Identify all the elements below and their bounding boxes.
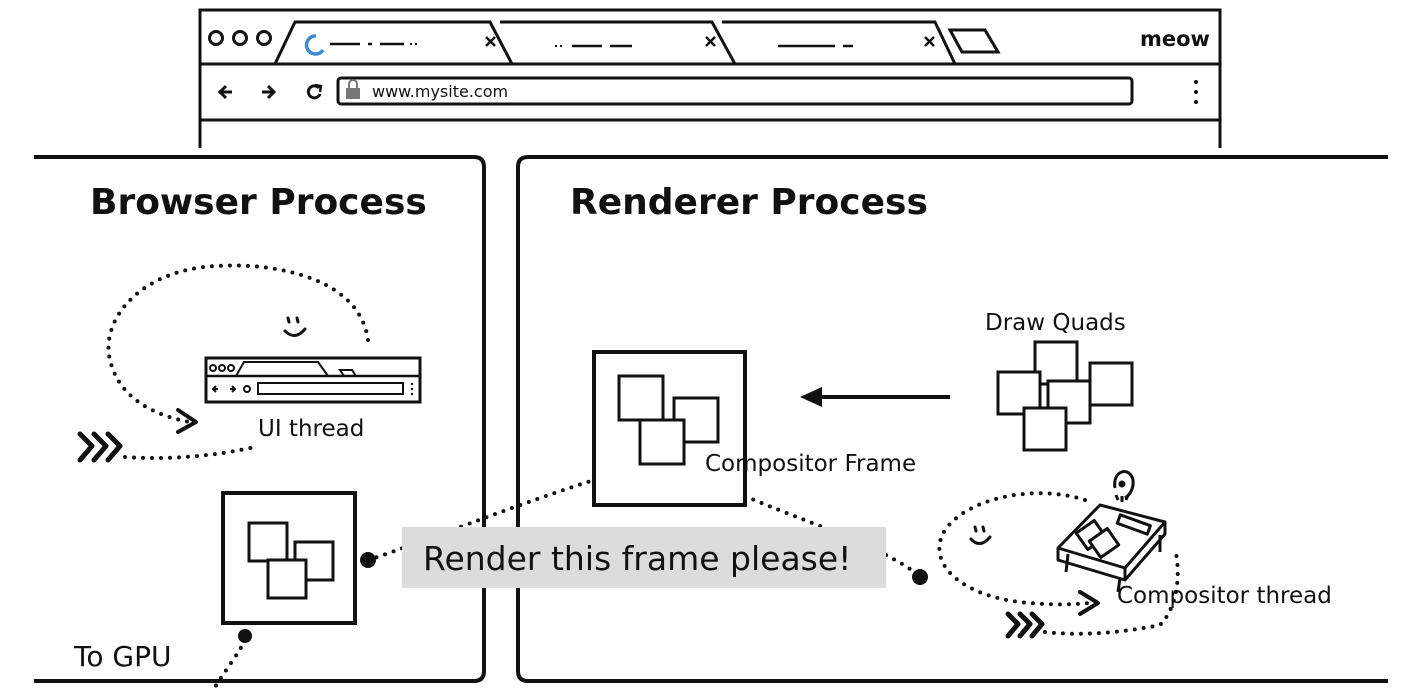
- compositor-thread-loop: [937, 491, 1092, 607]
- thread-chevrons-icon: [1005, 611, 1045, 639]
- loading-spinner-icon: [304, 34, 325, 56]
- more-menu-icon[interactable]: [1194, 80, 1198, 104]
- smiley-face-icon: [283, 316, 307, 337]
- compositor-worker-desk-icon: [1056, 470, 1167, 593]
- message-callout-bg: [402, 527, 886, 588]
- message-path-left: [366, 478, 596, 562]
- ui-thread-label: UI thread: [258, 416, 364, 442]
- quad-square: [247, 521, 289, 563]
- new-tab-button[interactable]: [947, 28, 1001, 54]
- address-bar[interactable]: [336, 76, 1134, 106]
- maximize-window-icon[interactable]: [256, 30, 272, 46]
- mini-browser-icon: [204, 356, 422, 404]
- quad-square: [1088, 361, 1134, 407]
- tab-3[interactable]: [722, 20, 957, 65]
- draw-quads-group: [996, 340, 1134, 452]
- forward-arrow-icon[interactable]: [262, 84, 277, 100]
- draw-quads-label: Draw Quads: [985, 310, 1126, 336]
- compositor-thread-label: Compositor thread: [1117, 583, 1332, 609]
- browser-window: meow www.mysite.com: [198, 8, 1222, 148]
- quads-to-frame-arrowhead: [800, 387, 822, 407]
- smiley-face-icon: [969, 525, 992, 545]
- message-endpoint-browser: [360, 552, 376, 568]
- quad-square: [638, 418, 686, 466]
- quad-square: [1033, 340, 1079, 386]
- lock-icon: [346, 79, 360, 99]
- minimize-window-icon[interactable]: [232, 30, 248, 46]
- ui-thread-loop: [106, 263, 370, 424]
- renderer-process-title: Renderer Process: [570, 182, 928, 223]
- url-text[interactable]: www.mysite.com: [372, 82, 508, 101]
- renderer-process-border: [516, 155, 1388, 683]
- browser-brand-label: meow: [1140, 27, 1210, 51]
- to-gpu-endpoint: [238, 629, 252, 643]
- ui-thread-loop-arrowhead: [176, 408, 198, 434]
- quad-square: [617, 374, 665, 422]
- close-window-icon[interactable]: [208, 30, 224, 46]
- browser-window-frame: [198, 8, 1222, 148]
- back-arrow-icon[interactable]: [217, 84, 232, 100]
- compositor-frame-label: Compositor Frame: [705, 451, 916, 477]
- compositor-thread-tail: [1043, 546, 1180, 636]
- reload-icon[interactable]: [306, 83, 323, 100]
- gpu-frame-box: [221, 491, 357, 625]
- close-tab-icon[interactable]: [485, 36, 496, 47]
- browser-process-panel: Browser Process: [34, 155, 486, 694]
- to-gpu-label: To GPU: [73, 640, 171, 673]
- to-gpu-path: [210, 638, 247, 694]
- message-callout: Render this frame please!: [402, 527, 886, 588]
- message-endpoint-renderer: [912, 569, 928, 585]
- tab-1[interactable]: [273, 20, 514, 65]
- close-tab-icon[interactable]: [705, 36, 716, 47]
- compositor-thread-loop-arrowhead: [1078, 590, 1100, 616]
- close-tab-icon[interactable]: [924, 36, 935, 47]
- renderer-process-panel: Renderer Process Draw Quads Compositor F…: [516, 155, 1388, 683]
- quad-square: [1022, 406, 1068, 452]
- browser-process-title: Browser Process: [90, 182, 427, 223]
- tab-2[interactable]: [500, 20, 737, 65]
- quad-square: [266, 558, 308, 600]
- ui-thread-tail: [123, 445, 257, 460]
- thread-chevrons-icon: [77, 431, 123, 463]
- compositor-frame-box: [592, 350, 747, 507]
- browser-process-border: [34, 155, 486, 683]
- message-text: Render this frame please!: [423, 539, 851, 578]
- window-controls[interactable]: [208, 30, 272, 46]
